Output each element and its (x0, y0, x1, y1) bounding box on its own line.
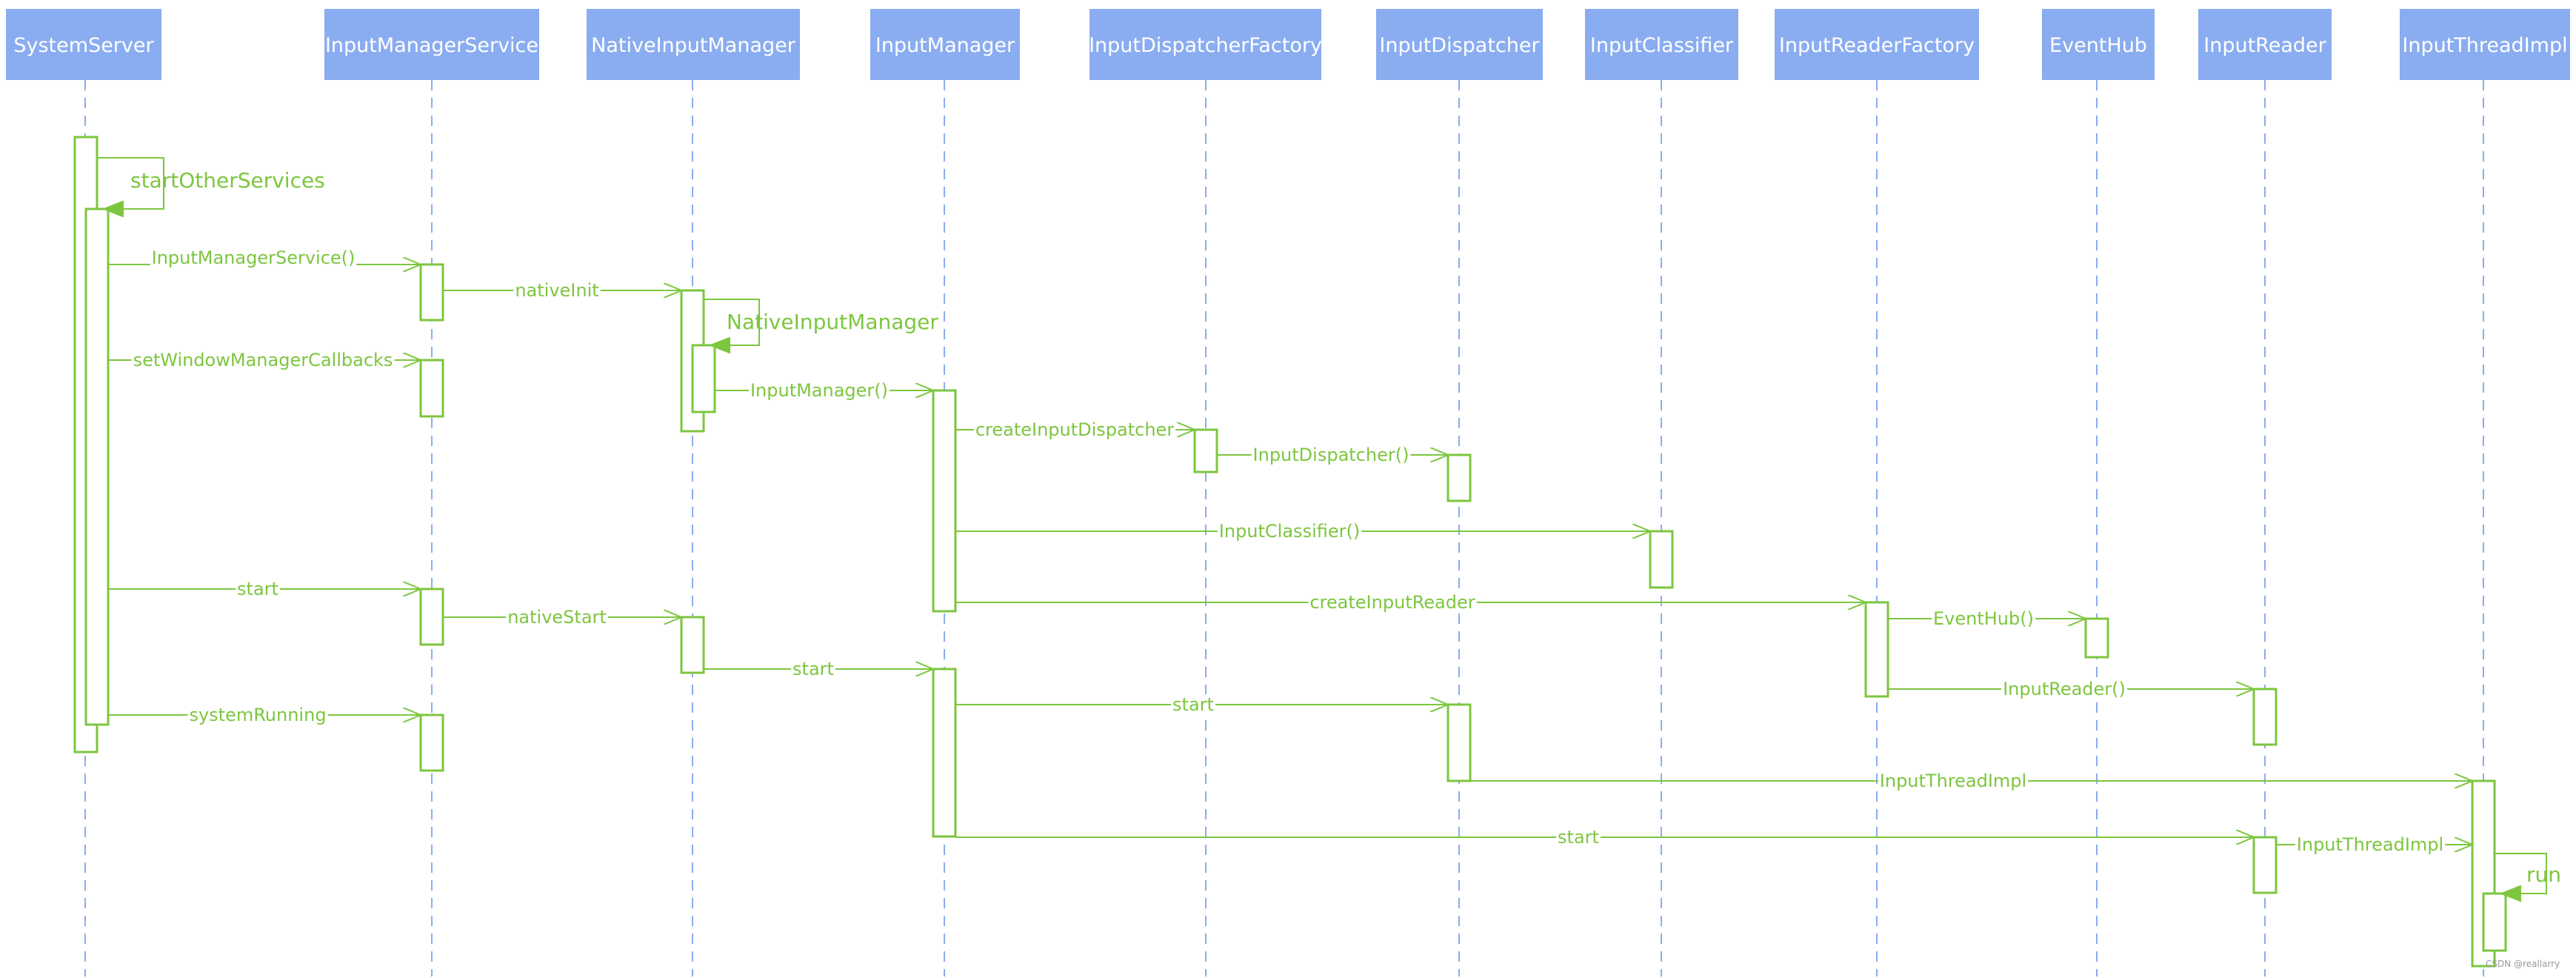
message-label-input-thread-impl: InputThreadImpl (2297, 834, 2443, 855)
participant-label-input-reader: InputReader (2203, 34, 2326, 57)
participant-box-input-thread-impl (2400, 9, 2570, 80)
message-label-input-classifier: InputClassifier() (1219, 521, 1360, 542)
participant-input-dispatcher-factory: InputDispatcherFactory (1089, 9, 1322, 80)
message-start-other-services (97, 157, 164, 209)
message-label-bg-input-thread-impl (1878, 771, 2029, 791)
self-call-label-run: run (2526, 862, 2561, 887)
message-label-create-input-reader: createInputReader (1309, 592, 1475, 613)
message-label-bg-native-start (506, 607, 608, 628)
participant-box-input-manager-service (324, 9, 539, 80)
message-label-system-running: systemRunning (189, 705, 326, 725)
participant-input-manager: InputManager (870, 9, 1020, 80)
participant-input-reader: InputReader (2198, 9, 2332, 80)
activation-event-hub-16 (2084, 617, 2109, 659)
participant-input-classifier: InputClassifier (1585, 9, 1738, 80)
participant-system-server: SystemServer (6, 9, 161, 80)
participant-label-system-server: SystemServer (13, 34, 154, 57)
message-label-bg-create-input-dispatcher (973, 419, 1176, 440)
message-label-bg-input-reader (2001, 679, 2127, 699)
message-label-start: start (793, 659, 834, 679)
message-label-input-manager-service: InputManagerService() (152, 247, 356, 268)
message-label-start: start (1558, 827, 1599, 848)
self-call-label-start-other-services: startOtherServices (130, 168, 325, 193)
participant-box-input-reader (2198, 9, 2332, 80)
message-label-create-input-dispatcher: createInputDispatcher (975, 419, 1175, 440)
message-label-native-start: nativeStart (507, 607, 607, 628)
message-label-event-hub: EventHub() (1933, 608, 2034, 629)
message-label-bg-event-hub (1932, 608, 2035, 629)
self-call-arrow-run (2495, 853, 2547, 894)
watermark: CSDN @reallarry (2486, 959, 2560, 969)
message-label-bg-start (236, 579, 280, 599)
participant-event-hub: EventHub (2042, 9, 2155, 80)
message-label-bg-input-classifier (1217, 521, 1362, 542)
message-label-native-init: nativeInit (515, 280, 598, 301)
self-call-arrow-native-input-manager (704, 299, 760, 345)
activation-native-input-manager-8 (680, 616, 705, 674)
message-label-bg-set-window-manager-callbacks (131, 350, 395, 370)
activation-input-manager-service-5 (419, 713, 444, 772)
participant-input-thread-impl: InputThreadImpl (2400, 9, 2570, 80)
participant-input-dispatcher: InputDispatcher (1376, 9, 1543, 80)
participant-label-input-manager: InputManager (875, 34, 1015, 57)
message-label-start: start (237, 579, 278, 599)
participant-label-input-reader-factory: InputReaderFactory (1779, 34, 1975, 57)
self-call-arrow-start-other-services (97, 157, 164, 209)
message-label-start: start (1172, 694, 1214, 715)
message-label-bg-input-dispatcher (1251, 445, 1411, 465)
activation-system-server-1 (84, 207, 110, 726)
activation-input-reader-factory-15 (1864, 601, 1889, 698)
message-label-input-manager: InputManager() (750, 380, 888, 401)
message-label-input-thread-impl: InputThreadImpl (1880, 771, 2026, 791)
activation-input-manager-10 (932, 668, 957, 838)
activation-input-reader-17 (2252, 688, 2278, 746)
participant-native-input-manager: NativeInputManager (587, 9, 800, 80)
message-label-bg-create-input-reader (1308, 592, 1477, 613)
participant-input-reader-factory: InputReaderFactory (1775, 9, 1979, 80)
participant-box-native-input-manager (587, 9, 800, 80)
message-label-bg-start (791, 659, 835, 679)
participant-box-input-dispatcher (1376, 9, 1543, 80)
participant-box-input-reader-factory (1775, 9, 1979, 80)
participant-label-input-classifier: InputClassifier (1590, 34, 1734, 57)
activation-input-reader-18 (2252, 836, 2278, 894)
participant-box-event-hub (2042, 9, 2155, 80)
activation-input-classifier-14 (1649, 530, 1674, 589)
message-label-bg-input-thread-impl (2295, 834, 2446, 855)
message-label-set-window-manager-callbacks: setWindowManagerCallbacks (133, 350, 393, 370)
participant-box-input-manager (870, 9, 1020, 80)
participant-box-input-classifier (1585, 9, 1738, 80)
message-label-input-reader: InputReader() (2003, 679, 2126, 699)
participant-label-input-thread-impl: InputThreadImpl (2402, 34, 2567, 57)
activation-input-dispatcher-12 (1447, 453, 1472, 502)
participant-box-input-dispatcher-factory (1090, 9, 1321, 80)
participant-label-input-dispatcher: InputDispatcher (1379, 34, 1540, 57)
activation-input-manager-9 (932, 389, 957, 613)
message-native-input-manager (704, 299, 760, 345)
activation-input-manager-service-2 (419, 263, 444, 322)
activation-input-thread-impl-20 (2482, 892, 2507, 952)
participant-label-native-input-manager: NativeInputManager (591, 34, 796, 57)
activation-input-dispatcher-13 (1447, 703, 1472, 782)
message-label-bg-system-running (187, 705, 328, 725)
participant-label-input-manager-service: InputManagerService (325, 34, 538, 57)
message-label-bg-input-manager-service (150, 247, 357, 268)
message-label-input-dispatcher: InputDispatcher() (1253, 445, 1409, 465)
participant-input-manager-service: InputManagerService (324, 9, 539, 80)
self-call-label-native-input-manager: NativeInputManager (727, 310, 938, 334)
participant-label-event-hub: EventHub (2049, 34, 2147, 57)
message-label-bg-input-manager (748, 380, 890, 401)
activation-input-manager-service-4 (419, 588, 444, 646)
message-run (2495, 853, 2547, 894)
message-label-bg-start (1556, 827, 1601, 848)
message-label-bg-start (1171, 694, 1215, 715)
participant-label-input-dispatcher-factory: InputDispatcherFactory (1089, 34, 1322, 57)
message-label-bg-native-init (513, 280, 601, 301)
participant-box-system-server (6, 9, 161, 80)
activation-input-dispatcher-factory-11 (1193, 428, 1218, 473)
activation-input-manager-service-3 (419, 359, 444, 418)
activation-native-input-manager-7 (691, 344, 716, 413)
